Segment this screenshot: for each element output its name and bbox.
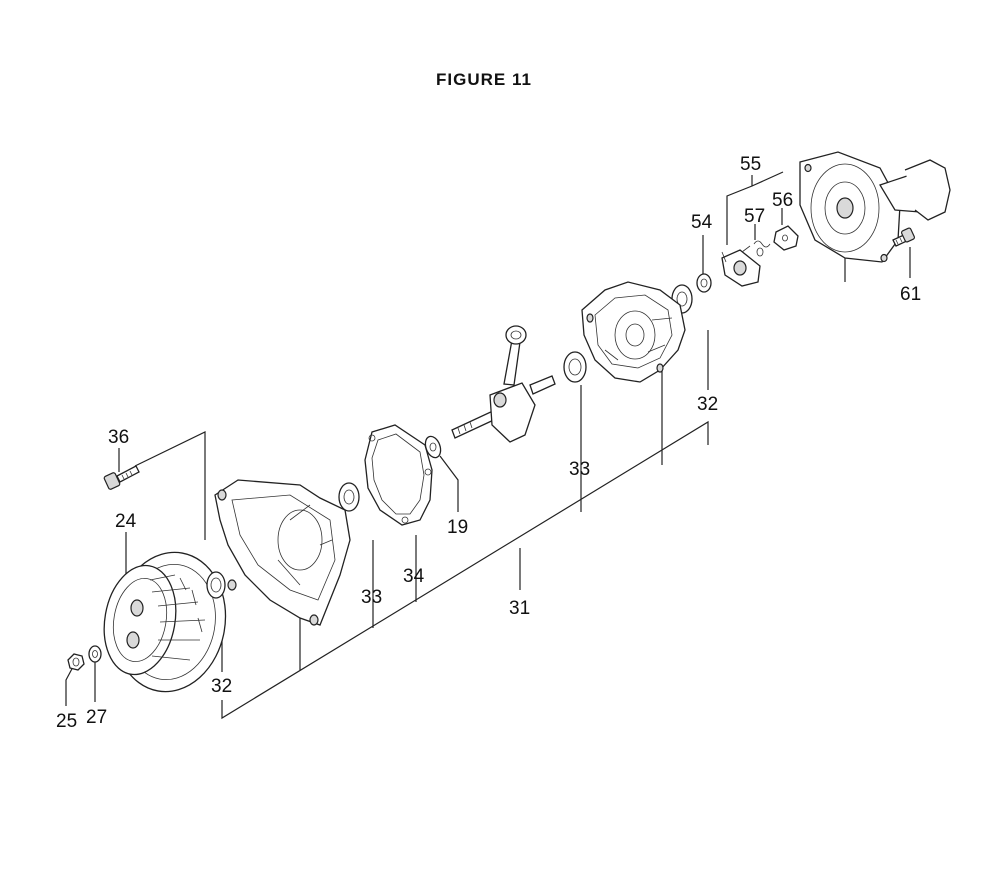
pawl-spring (753, 240, 771, 257)
bearing-right (563, 351, 587, 383)
oil-seal-left (206, 571, 226, 599)
callout-27: 27 (86, 707, 107, 728)
callout-labels: 36 24 25 27 32 33 34 19 31 33 32 54 55 5… (56, 154, 921, 732)
callout-24: 24 (115, 511, 137, 532)
callout-61: 61 (900, 284, 921, 305)
recoil-starter-housing (799, 151, 951, 263)
callout-56: 56 (772, 190, 793, 211)
callout-33-right: 33 (569, 459, 590, 480)
bearing-left (338, 482, 360, 512)
callout-54: 54 (691, 212, 713, 233)
callout-31: 31 (509, 598, 530, 619)
starter-screw (892, 227, 916, 247)
crankcase-left-half (214, 479, 351, 626)
flywheel-nut (67, 653, 85, 671)
callout-55: 55 (740, 154, 761, 175)
callout-32-left: 32 (211, 676, 232, 697)
figure-title: FIGURE 11 (436, 70, 532, 89)
callout-32-right: 32 (697, 394, 718, 415)
callout-57: 57 (744, 206, 765, 227)
crankcase-gasket (364, 424, 433, 526)
starter-pawl (773, 225, 799, 251)
starter-pawl-assembly (721, 245, 761, 287)
callout-34: 34 (403, 566, 425, 587)
thrust-washer (424, 435, 442, 459)
callout-36: 36 (108, 427, 129, 448)
flywheel-washer (88, 645, 102, 663)
starter-washer (696, 273, 712, 293)
crankcase-right-half (581, 281, 686, 383)
crankcase-screw (103, 465, 140, 490)
flywheel (103, 551, 227, 693)
callout-33-left: 33 (361, 587, 382, 608)
callout-19: 19 (447, 517, 468, 538)
crankshaft-assembly (451, 325, 556, 443)
callout-25: 25 (56, 711, 77, 732)
